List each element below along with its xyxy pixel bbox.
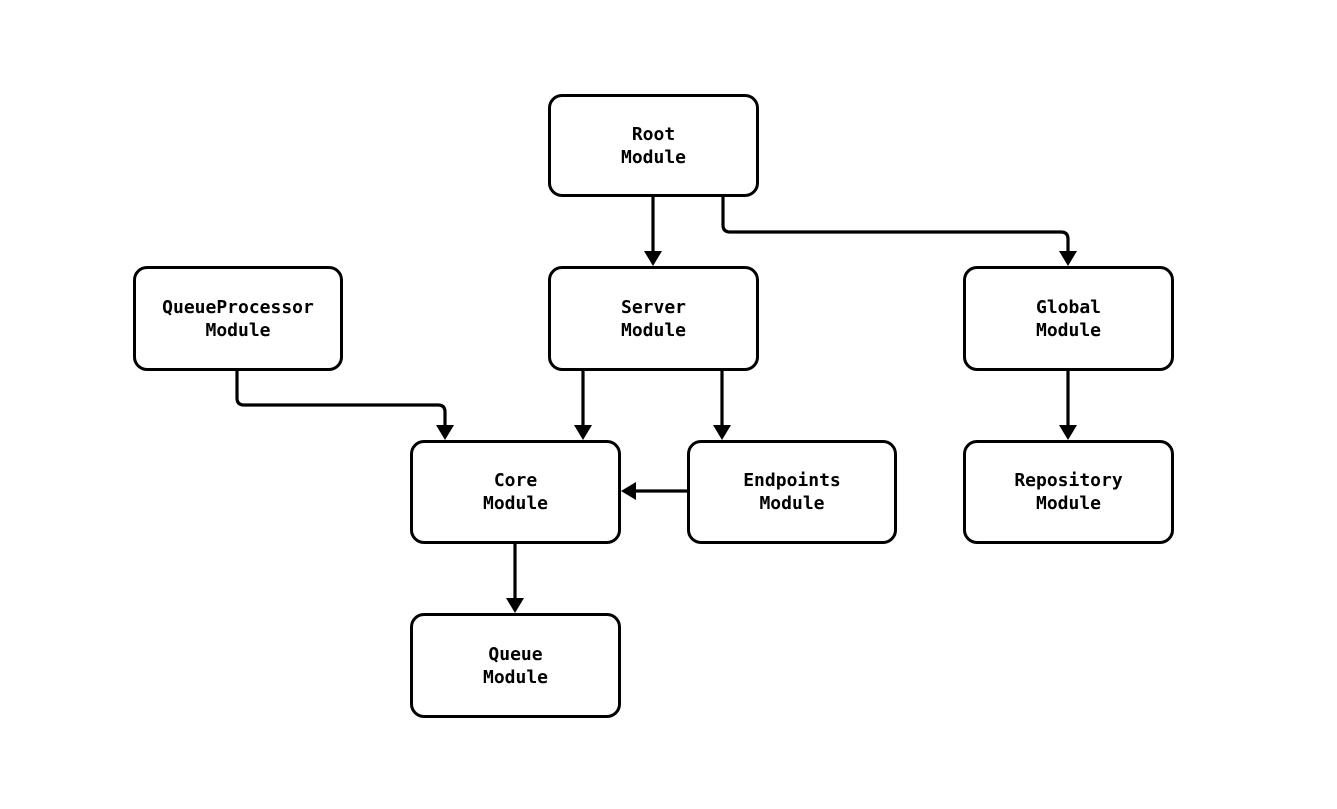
arrowhead-root-to-server (644, 251, 662, 266)
node-endpoints-label: Endpoints Module (743, 470, 841, 514)
node-root-label: Root Module (620, 123, 687, 168)
arrowhead-server-to-endpoints (713, 425, 731, 440)
node-queue-label: Queue Module (482, 643, 549, 688)
node-queue[interactable]: Queue Module (410, 613, 621, 718)
arrowhead-queueprocessor-to-core (436, 425, 454, 440)
node-server[interactable]: Server Module (548, 266, 759, 371)
arrowhead-server-to-core (574, 425, 592, 440)
node-core-label: Core Module (482, 470, 549, 514)
edge-root-to-global (721, 197, 1070, 252)
arrowhead-root-to-global (1059, 251, 1077, 266)
node-queueprocessor[interactable]: QueueProcessor Module (133, 266, 343, 371)
node-repository[interactable]: Repository Module (963, 440, 1174, 544)
arrowhead-core-to-queue (506, 598, 524, 613)
arrowhead-endpoints-to-core (621, 482, 636, 500)
node-endpoints[interactable]: Endpoints Module (687, 440, 897, 544)
node-repository-label: Repository Module (1014, 470, 1123, 514)
edge-queueprocessor-to-core (235, 371, 447, 426)
node-queueprocessor-label: QueueProcessor Module (162, 296, 314, 341)
node-server-label: Server Module (620, 296, 687, 341)
node-root[interactable]: Root Module (548, 94, 759, 197)
arrowhead-global-to-repository (1059, 425, 1077, 440)
node-core[interactable]: Core Module (410, 440, 621, 544)
node-global-label: Global Module (1035, 296, 1102, 341)
node-global[interactable]: Global Module (963, 266, 1174, 371)
